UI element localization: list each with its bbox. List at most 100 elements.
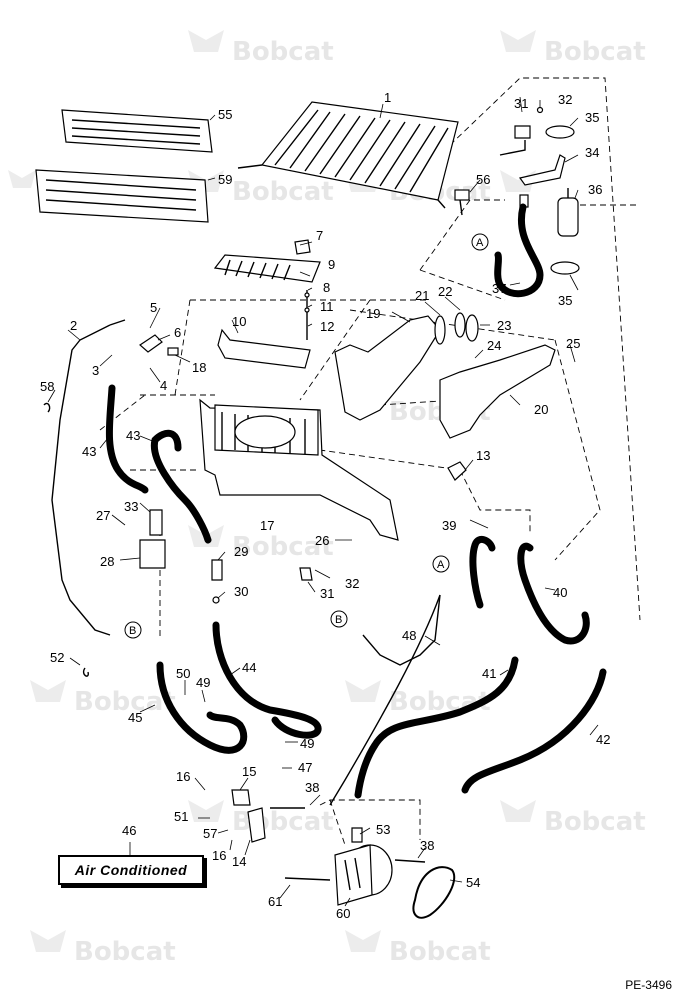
- part-label: 50: [176, 666, 190, 681]
- watermark-text: Bobcat: [232, 532, 334, 562]
- callout-b-text: B: [335, 614, 342, 626]
- part-label: 25: [566, 336, 580, 351]
- assembly-dashed-lines: [99, 77, 641, 846]
- part-59-filter: [35, 169, 209, 223]
- part-8-11-12-hardware: [304, 290, 310, 340]
- part-14-bracket: [247, 807, 266, 843]
- part-label: 6: [174, 325, 181, 340]
- part-55-filter: [61, 109, 213, 153]
- part-label: 21: [415, 288, 429, 303]
- part-label: 27: [96, 508, 110, 523]
- part-9-louver: [213, 254, 321, 283]
- callout-a-text: A: [437, 559, 445, 571]
- part-37-hose: [494, 203, 544, 298]
- leader-lines: [47, 96, 599, 907]
- part-43-hose: [105, 384, 149, 494]
- part-7-cap: [294, 239, 311, 255]
- watermark-logo: Bobcat: [188, 525, 334, 562]
- watermark-logo: Bobcat: [345, 680, 491, 717]
- part-label: 60: [336, 906, 350, 921]
- part-45-hose: [156, 661, 248, 754]
- part-label: 35: [558, 293, 572, 308]
- part-label: 14: [232, 854, 246, 869]
- part-label: 7: [316, 228, 323, 243]
- part-label: 1: [384, 90, 391, 105]
- part-60-compressor: [334, 844, 393, 906]
- part-label: 28: [100, 554, 114, 569]
- part-33-fitting: [149, 509, 163, 536]
- watermark-logo: [500, 170, 536, 192]
- watermarks: Bobcat Bobcat Bobcat Bobcat Bobcat Bobca…: [8, 30, 646, 967]
- part-label: 36: [588, 182, 602, 197]
- part-41-hose: [354, 656, 519, 799]
- part-label: 54: [466, 875, 480, 890]
- part-48-line: [329, 594, 441, 806]
- part-58-clip: [43, 402, 51, 413]
- part-40-hose: [517, 542, 590, 645]
- part-23-ring: [465, 314, 479, 342]
- part-13-clamp: [447, 461, 467, 481]
- part-43-hose: [150, 429, 212, 544]
- part-label: 51: [174, 809, 188, 824]
- part-label: 42: [596, 732, 610, 747]
- part-label: 16: [176, 769, 190, 784]
- callout-a-text: A: [476, 237, 484, 249]
- part-35-clamp: [550, 261, 580, 275]
- part-label: 24: [487, 338, 501, 353]
- part-label: 31: [514, 96, 528, 111]
- part-labels: 1 2 3 4 5 6 7 8 9 10 11 12 13 14 15 16 1…: [40, 90, 610, 921]
- part-label: 46: [122, 823, 136, 838]
- part-28-valve: [139, 539, 166, 569]
- part-label: 32: [345, 576, 359, 591]
- callout-b-left: B: [124, 621, 142, 639]
- part-label: 20: [534, 402, 548, 417]
- part-label: 23: [497, 318, 511, 333]
- part-label: 59: [218, 172, 232, 187]
- watermark-text: Bobcat: [544, 807, 646, 837]
- part-44-hose: [212, 621, 322, 739]
- part-label: 49: [196, 675, 210, 690]
- part-label: 48: [402, 628, 416, 643]
- part-35-clamp: [545, 125, 575, 139]
- part-label: 44: [242, 660, 256, 675]
- part-label: 38: [305, 780, 319, 795]
- watermark-text: Bobcat: [74, 687, 176, 717]
- part-18-connector: [167, 347, 179, 356]
- part-label: 47: [298, 760, 312, 775]
- part-label: 19: [366, 306, 380, 321]
- part-6-switch: [139, 334, 163, 353]
- callout-a-upper: A: [471, 233, 489, 251]
- part-label: 38: [420, 838, 434, 853]
- part-label: 56: [476, 172, 490, 187]
- part-52-clip: [82, 667, 89, 677]
- part-label: 26: [315, 533, 329, 548]
- part-label: 16: [212, 848, 226, 863]
- part-label: 3: [92, 363, 99, 378]
- part-34-bracket: [518, 154, 566, 186]
- part-label: 39: [442, 518, 456, 533]
- part-label: 58: [40, 379, 54, 394]
- part-label: 37: [492, 281, 506, 296]
- part-61-bolt: [284, 877, 331, 881]
- part-label: 13: [476, 448, 490, 463]
- part-29-fitting: [211, 559, 223, 581]
- part-42-hose: [461, 668, 607, 794]
- part-36-receiver-drier: [557, 188, 579, 237]
- part-label: 12: [320, 319, 334, 334]
- part-21-ring: [434, 315, 446, 345]
- part-label: 17: [260, 518, 274, 533]
- part-label: 31: [320, 586, 334, 601]
- air-conditioned-badge: Air Conditioned: [58, 855, 204, 885]
- part-54-belt: [412, 866, 456, 919]
- part-2-harness: [51, 319, 126, 636]
- part-22-ring: [454, 312, 466, 338]
- watermark-logo: Bobcat: [188, 30, 334, 67]
- part-38-bolt: [394, 859, 426, 863]
- watermark-text: Bobcat: [544, 37, 646, 67]
- watermark-text: Bobcat: [232, 177, 334, 207]
- part-label: 4: [160, 378, 167, 393]
- part-label: 22: [438, 284, 452, 299]
- watermark-logo: [8, 170, 36, 188]
- part-label: 40: [553, 585, 567, 600]
